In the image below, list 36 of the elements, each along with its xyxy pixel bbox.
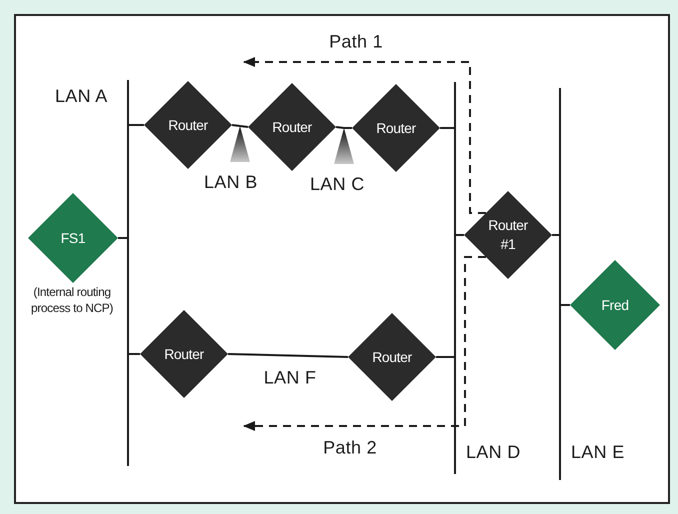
router-diamond: [352, 84, 440, 172]
node-caption: (Internal routing process to NCP): [30, 285, 114, 316]
node-label: Router: [167, 116, 209, 134]
lan-label: LAN C: [310, 174, 365, 195]
connector-line: [440, 127, 454, 129]
lan-label: LAN B: [204, 172, 258, 193]
connector-line: [344, 127, 352, 129]
router-diamond: [144, 81, 232, 169]
node-label: Fred: [600, 296, 630, 314]
connector-line: [561, 304, 570, 306]
connector-line: [232, 124, 240, 127]
connector-line: [436, 356, 454, 358]
connector-line: [240, 125, 248, 128]
node-label: Router #1: [487, 216, 529, 254]
node-label: Router: [163, 344, 205, 364]
lan-label: LAN D: [466, 442, 521, 463]
node-label: Router: [271, 118, 313, 136]
path-arrow: [243, 57, 486, 214]
connector-line: [456, 234, 464, 236]
connector-line: [552, 234, 559, 236]
router-diamond: [140, 310, 228, 398]
node-label: FS1: [60, 228, 86, 248]
router-diamond: [570, 260, 660, 350]
path-arrow: [243, 256, 486, 431]
connector-line: [228, 353, 348, 358]
connector-line: [129, 353, 140, 355]
node-label: Router: [371, 348, 413, 366]
connector-line: [118, 237, 127, 239]
lan-label: LAN E: [571, 442, 625, 463]
node-label: Router: [375, 118, 417, 138]
router-diamond: [348, 313, 436, 401]
router-diamond: [248, 83, 336, 171]
connector-line: [336, 126, 344, 129]
router-diamond: [464, 191, 552, 279]
connector-line: [129, 124, 144, 126]
lan-label: LAN A: [55, 86, 108, 107]
